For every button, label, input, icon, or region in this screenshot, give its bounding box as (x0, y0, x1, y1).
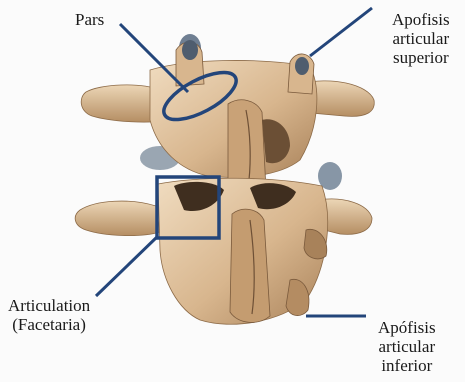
pars-label-text: Pars (75, 10, 104, 29)
articulation-label-line-2: (Facetaria) (8, 315, 90, 334)
articulation-pointer (96, 236, 158, 296)
superior-pointer (310, 8, 372, 56)
inferior-label-line-1: Apófisis (378, 318, 436, 337)
inferior-label-line-3: inferior (378, 356, 436, 375)
lower-vertebra (75, 178, 372, 324)
articulation-label: Articulation (Facetaria) (8, 296, 90, 334)
superior-label-line-1: Apofisis (392, 10, 450, 29)
inferior-label-line-2: articular (378, 337, 436, 356)
superior-articular-label: Apofisis articular superior (392, 10, 450, 67)
superior-label-line-2: articular (392, 29, 450, 48)
inferior-articular-label: Apófisis articular inferior (378, 318, 436, 375)
pars-label: Pars (75, 10, 104, 29)
superior-label-line-3: superior (392, 48, 450, 67)
articulation-label-line-1: Articulation (8, 296, 90, 315)
